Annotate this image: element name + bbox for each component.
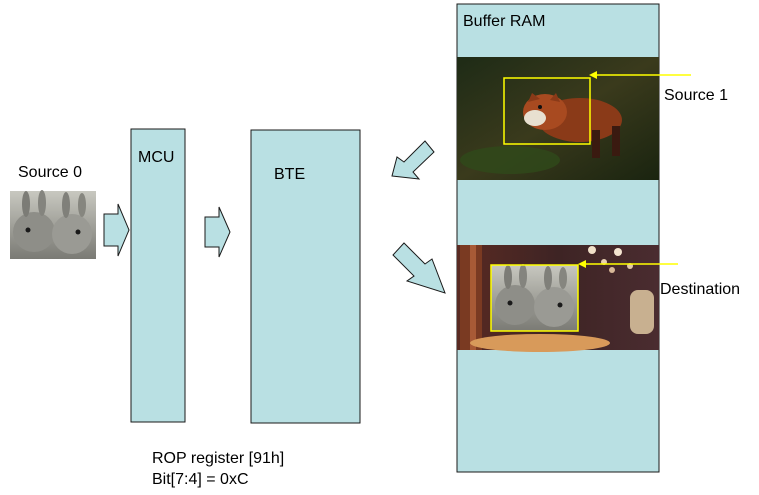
source1-label: Source 1 <box>664 87 728 104</box>
destination-pointer-arrowhead <box>578 260 586 268</box>
arrow-buffer-to-bte <box>391 140 435 180</box>
bte-label: BTE <box>274 166 305 183</box>
destination-region-box <box>490 264 579 332</box>
arrow-mcu-to-bte <box>204 206 231 258</box>
mcu-block <box>130 128 186 423</box>
source0-label: Source 0 <box>18 164 82 181</box>
arrow-bte-to-buffer <box>392 242 446 294</box>
bte-block <box>250 129 361 424</box>
source1-pointer-arrowhead <box>589 71 597 79</box>
arrow-source-to-mcu <box>103 203 130 257</box>
rop-bits-label: Bit[7:4] = 0xC <box>152 471 249 488</box>
source1-region-box <box>503 77 591 145</box>
mcu-label: MCU <box>138 149 174 166</box>
buffer-ram-label: Buffer RAM <box>463 13 545 30</box>
rop-register-label: ROP register [91h] <box>152 450 284 467</box>
destination-pasted-bunnies <box>491 264 578 331</box>
source0-image <box>10 190 96 259</box>
destination-label: Destination <box>660 281 740 298</box>
